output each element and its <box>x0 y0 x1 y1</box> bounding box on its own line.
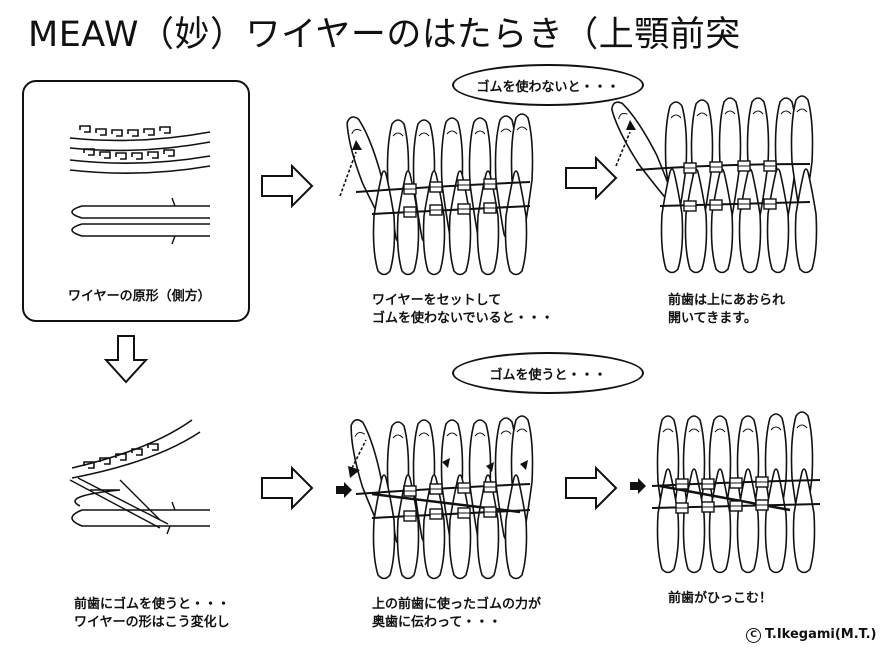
page-title: MEAW（妙）ワイヤーのはたらき（上顎前突 <box>28 15 741 55</box>
caption-wire-change-line1: 前歯にゴムを使うと・・・ <box>74 597 231 612</box>
hollow-right-arrow <box>261 465 314 511</box>
caption-force-line2: 奥歯に伝わって・・・ <box>372 615 502 630</box>
caption-wire-change-line2: ワイヤーの形はこう変化し <box>74 615 230 630</box>
hollow-right-arrow <box>261 163 314 209</box>
teeth-no-elastic <box>339 113 534 276</box>
solid-small-arrow <box>630 478 646 494</box>
bubble-no-elastic: ゴムを使わないと・・・ <box>452 64 644 106</box>
credit: C T.Ikegami(M.T.) <box>746 626 876 644</box>
teeth-retracted <box>651 411 821 574</box>
caption-force-line1: 上の前歯に使ったゴムの力が <box>372 597 542 612</box>
copyright-icon: C <box>746 627 761 643</box>
hollow-down-arrow <box>103 335 149 384</box>
caption-no-elastic-line2: ゴムを使わないでいると・・・ <box>372 311 554 326</box>
caption-result-no-line1: 前歯は上にあおられ <box>668 293 786 308</box>
solid-small-arrow <box>336 482 352 498</box>
hollow-right-arrow <box>565 155 618 201</box>
caption-wire-original: ワイヤーの原形（側方） <box>68 289 211 304</box>
teeth-force-transmitted <box>345 415 534 580</box>
bubble-with-elastic: ゴムを使うと・・・ <box>452 352 644 394</box>
wire-original-drawing <box>69 125 211 245</box>
hollow-right-arrow <box>565 465 618 511</box>
credit-text: T.Ikegami(M.T.) <box>765 627 877 642</box>
caption-result-no-line2: 開いてきます。 <box>668 311 757 326</box>
caption-no-elastic-line1: ワイヤーをセットして <box>372 293 502 308</box>
bubble-no-elastic-text: ゴムを使わないと・・・ <box>476 79 620 95</box>
bubble-with-elastic-text: ゴムを使うと・・・ <box>489 367 607 383</box>
wire-changed-drawing <box>69 419 210 535</box>
caption-result-yes: 前歯がひっこむ！ <box>668 591 773 606</box>
teeth-result-open <box>605 95 818 274</box>
wire-original-panel <box>22 80 250 322</box>
